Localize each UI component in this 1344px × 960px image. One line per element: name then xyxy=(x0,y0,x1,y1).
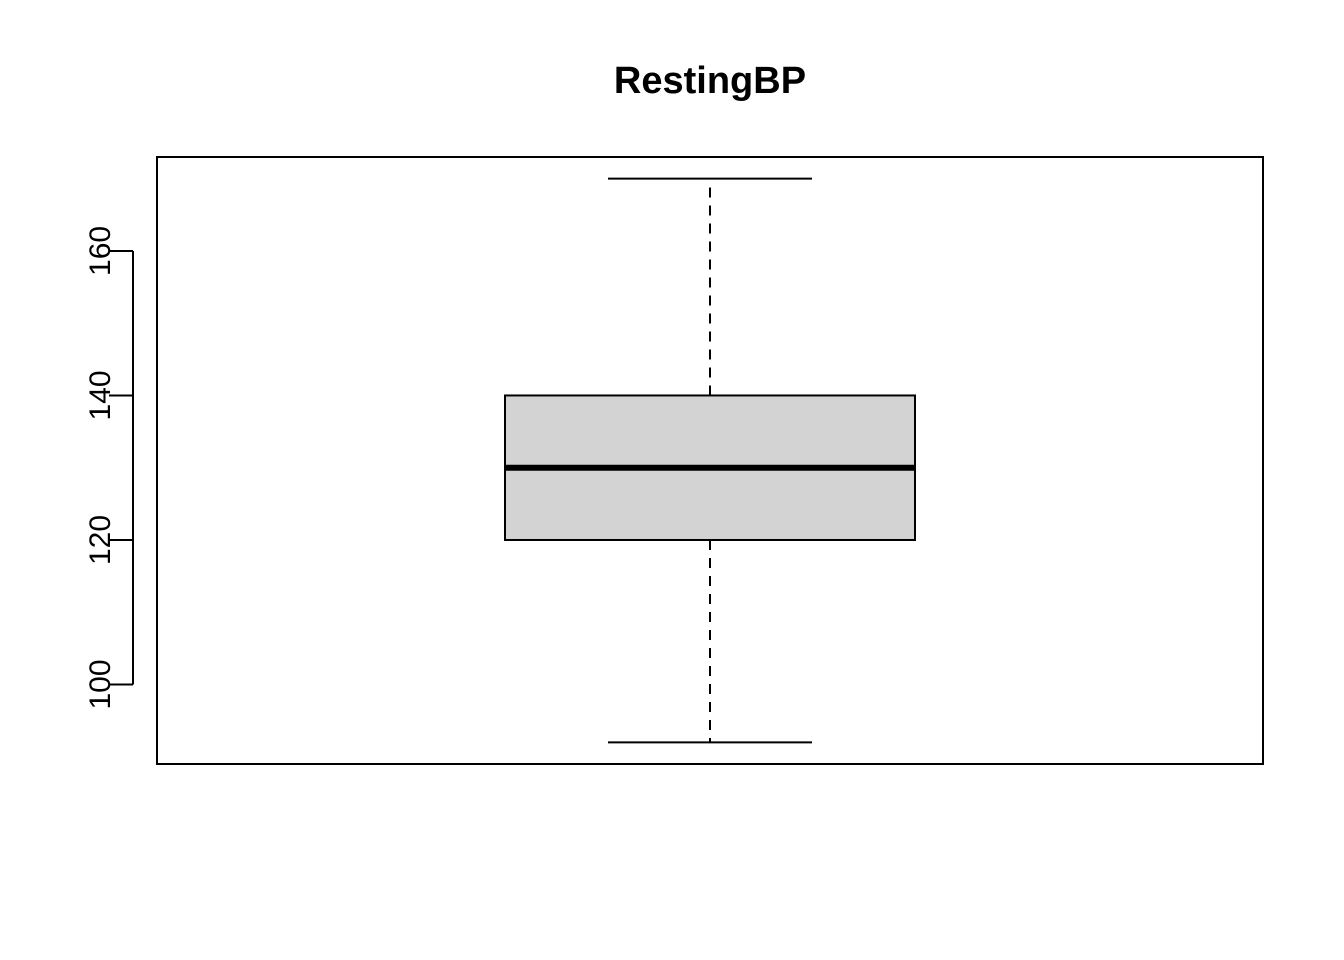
chart-title: RestingBP xyxy=(614,60,806,102)
boxplot xyxy=(504,177,916,744)
y-tick-label: 140 xyxy=(84,370,117,420)
y-tick-label: 100 xyxy=(84,659,117,709)
y-tick-label: 120 xyxy=(84,515,117,565)
plot-frame xyxy=(156,156,1264,765)
y-tick-label: 160 xyxy=(84,226,117,276)
y-axis: 100 120 140 160 xyxy=(84,226,134,710)
